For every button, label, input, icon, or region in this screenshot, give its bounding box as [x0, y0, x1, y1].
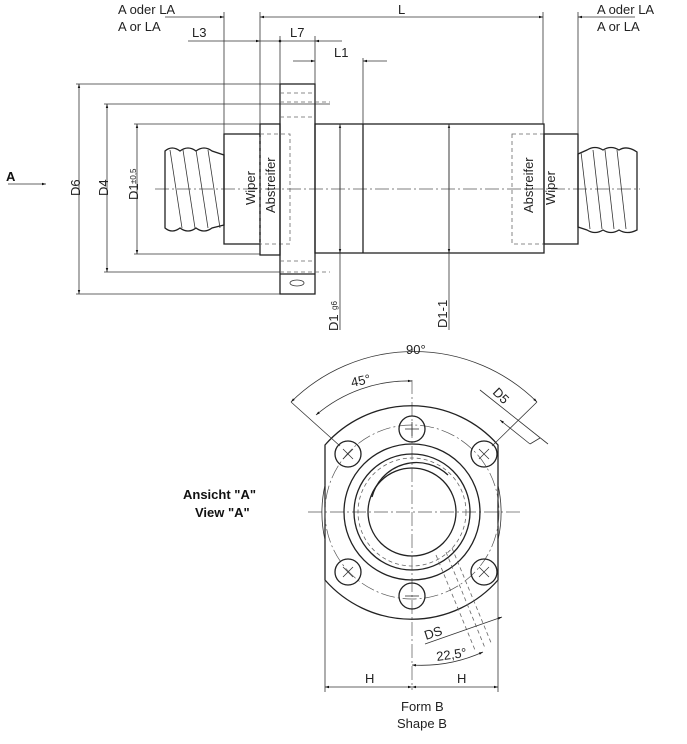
angle-45-label: 45°	[350, 371, 372, 390]
nut-body	[314, 123, 545, 254]
abstreifer-right-label: Abstreifer	[521, 157, 536, 213]
end-left-de-label: A oder LA	[118, 2, 175, 17]
abstreifer-left-hidden	[259, 133, 291, 245]
wiper-right-label: Wiper	[543, 170, 558, 205]
form-de-label: Form B	[401, 699, 444, 714]
ds-label: DS	[422, 623, 444, 643]
l3-label: L3	[192, 25, 206, 40]
d5-label: D5	[490, 385, 512, 407]
wiper-left-label: Wiper	[243, 170, 258, 205]
d1-g6-tolerance-label: g6	[330, 301, 339, 310]
l1-label: L1	[334, 45, 348, 60]
bolt-hole	[398, 415, 426, 443]
form-en-label: Shape B	[397, 716, 447, 731]
d1-g6-label: D1	[326, 314, 341, 331]
bolt-holes	[334, 415, 498, 610]
bore	[367, 467, 457, 557]
ring-outer	[343, 443, 481, 581]
d6-label: D6	[68, 179, 83, 196]
abstreifer-left-label: Abstreifer	[263, 157, 278, 213]
d1-1-label: D1-1	[435, 300, 450, 328]
front-view	[290, 351, 549, 692]
angle-22-dim	[411, 651, 484, 667]
flange-outline	[324, 405, 499, 620]
bolt-hole	[334, 558, 362, 586]
screw-thread-left	[164, 147, 225, 232]
h-right-label: H	[457, 671, 466, 686]
angle-22-label: 22,5°	[435, 645, 467, 664]
angle-45-dim	[315, 379, 413, 416]
screw-thread-right	[577, 146, 638, 234]
end-right-en-label: A or LA	[597, 19, 640, 34]
end-left-en-label: A or LA	[118, 19, 161, 34]
angle-90-dim	[290, 351, 538, 403]
bolt-hole	[398, 582, 426, 610]
d1-label: D1	[126, 183, 141, 200]
wiper-right	[543, 133, 579, 245]
bolt-hole	[470, 440, 498, 468]
length-label: L	[398, 2, 405, 17]
view-label-en: View "A"	[195, 505, 250, 520]
bolt-hole	[470, 558, 498, 586]
l7-label: L7	[290, 25, 304, 40]
lube-hole	[289, 279, 305, 287]
d4-label: D4	[96, 179, 111, 196]
angle-90-label: 90°	[406, 342, 426, 357]
side-view	[8, 12, 640, 330]
d1-tolerance-label: ±0,5	[129, 168, 138, 184]
h-left-label: H	[365, 671, 374, 686]
end-right-de-label: A oder LA	[597, 2, 654, 17]
bolt-hole	[334, 440, 362, 468]
direction-a-label: A	[6, 169, 16, 184]
view-label-de: Ansicht "A"	[183, 487, 256, 502]
